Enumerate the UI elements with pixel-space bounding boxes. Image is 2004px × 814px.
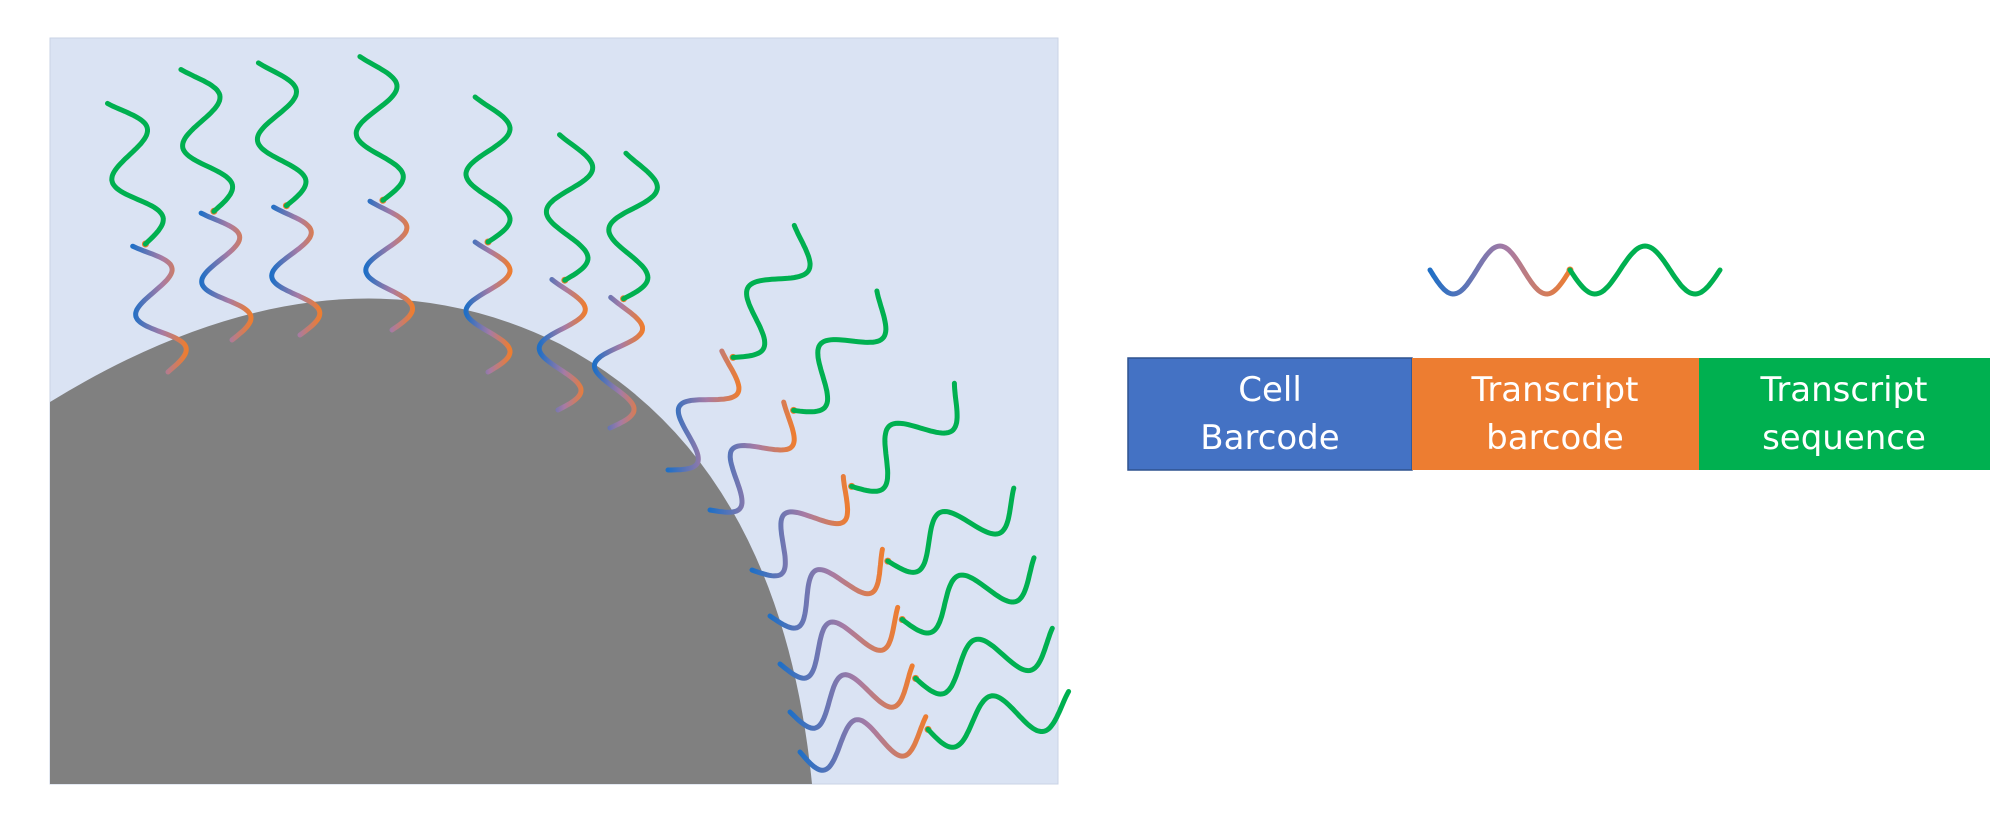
oligo-strands [105, 54, 1072, 773]
oligo-strand [707, 288, 889, 515]
strand-sequence-part [463, 94, 513, 245]
oligo-strand [767, 485, 1017, 631]
oligo-strand [178, 67, 254, 343]
example-barcode-part [1427, 243, 1573, 297]
cell-barcode-segment [1127, 357, 1413, 471]
strand-barcode-part [130, 243, 189, 375]
strand-barcode-part [707, 399, 797, 515]
oligo-strand [591, 150, 660, 431]
strand-barcode-part [269, 204, 323, 338]
oligo-strand [536, 132, 596, 413]
strand-sequence-part [791, 288, 889, 415]
oligo-structure-legend: Cell Barcode Transcript barcode Transcri… [1127, 357, 1990, 471]
strand-barcode-part [777, 604, 901, 681]
cell-barcode-label-line2: Barcode [1200, 418, 1339, 458]
strand-barcode-part [198, 210, 254, 343]
strand-sequence-part [353, 54, 406, 203]
transcript-sequence-segment [1699, 358, 1990, 470]
oligo-strand [777, 555, 1037, 681]
oligo-example [1427, 243, 1723, 297]
oligo-strand [105, 100, 189, 375]
strand-barcode-part [363, 198, 416, 333]
strand-sequence-part [925, 689, 1072, 750]
oligo-strand [463, 94, 513, 375]
strand-sequence-part [885, 485, 1017, 575]
strand-barcode-part [665, 348, 742, 473]
transcript-barcode-segment [1412, 358, 1699, 470]
strand-barcode-part [749, 474, 851, 579]
strand-barcode-part [591, 294, 646, 431]
cell-barcode-label-line1: Cell [1238, 370, 1302, 410]
oligo-strand [254, 60, 323, 338]
transcript-sequence-label-line1: Transcript [1760, 370, 1928, 410]
strand-sequence-part [254, 60, 309, 209]
oligo-strand [787, 625, 1055, 731]
transcript-sequence-label-line2: sequence [1762, 418, 1926, 458]
strand-sequence-part [178, 67, 236, 214]
oligo-strand [665, 222, 813, 473]
oligo-strand [749, 380, 960, 579]
oligo-strand [797, 689, 1072, 773]
strand-barcode-part [463, 239, 513, 375]
strand-sequence-part [606, 150, 660, 302]
example-sequence-part [1567, 243, 1723, 297]
strand-sequence-part [730, 222, 813, 360]
strand-barcode-part [767, 546, 885, 631]
strand-barcode-part [787, 663, 915, 731]
transcript-barcode-label-line1: Transcript [1471, 370, 1639, 410]
strand-barcode-part [536, 277, 588, 413]
strand-sequence-part [913, 625, 1055, 697]
strand-barcode-part [797, 714, 929, 773]
strand-sequence-part [899, 555, 1037, 636]
transcript-barcode-label-line2: barcode [1486, 418, 1624, 458]
strand-sequence-part [105, 100, 166, 247]
strand-sequence-part [543, 132, 596, 283]
strand-sequence-part [849, 380, 960, 494]
oligo-strand [353, 54, 416, 333]
